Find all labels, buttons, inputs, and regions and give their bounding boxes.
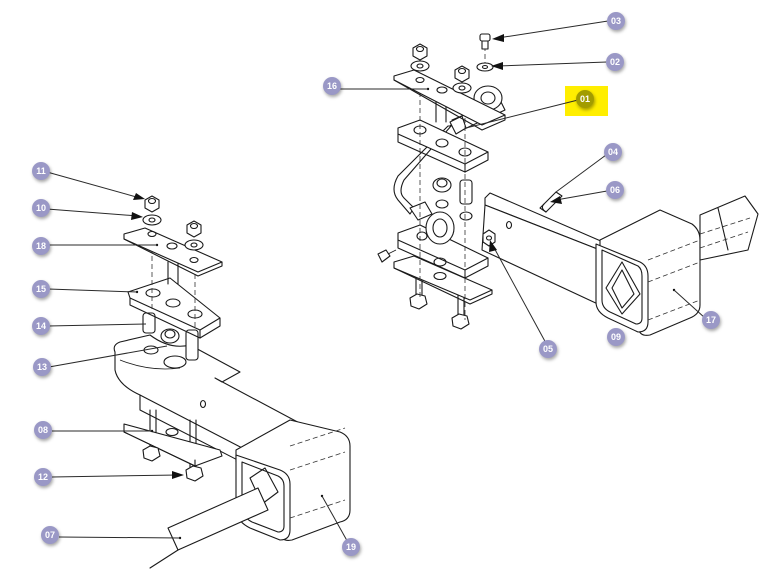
part-11-nuts — [144, 195, 202, 238]
part-19-square-tube — [149, 419, 351, 569]
right-side-bolt — [377, 249, 397, 263]
callout-label: 03 — [611, 16, 621, 26]
callout-15[interactable]: 15 — [32, 280, 50, 298]
callout-label: 07 — [45, 530, 55, 540]
callout-06[interactable]: 06 — [606, 181, 624, 199]
callout-label: 14 — [36, 321, 46, 331]
callout-label: 16 — [327, 81, 337, 91]
callout-label: 08 — [38, 425, 48, 435]
part-06-clip — [541, 203, 547, 213]
callout-label: 12 — [38, 472, 48, 482]
callout-label: 04 — [608, 147, 618, 157]
callout-label: 01 — [580, 94, 590, 104]
callout-04[interactable]: 04 — [604, 143, 622, 161]
part-17-square-tube — [595, 195, 759, 336]
callout-label: 19 — [346, 542, 356, 552]
callout-label: 06 — [610, 185, 620, 195]
part-12-nuts — [142, 445, 204, 482]
part-16-top-plate — [393, 69, 506, 131]
callout-label: 02 — [610, 57, 620, 67]
callout-18[interactable]: 18 — [32, 237, 50, 255]
part-10-washers — [142, 214, 204, 251]
callout-01[interactable]: 01 — [576, 90, 594, 108]
callout-13[interactable]: 13 — [33, 358, 51, 376]
right-assembly — [377, 33, 759, 336]
callout-09[interactable]: 09 — [607, 328, 625, 346]
left-assembly — [113, 195, 351, 569]
callout-08[interactable]: 08 — [34, 421, 52, 439]
part-18-top-plate — [123, 227, 223, 285]
right-bottom-plate — [393, 255, 493, 330]
part-13-bushing — [160, 328, 180, 344]
part-05-nut — [482, 229, 496, 247]
right-bushings — [432, 177, 473, 221]
callout-label: 18 — [36, 241, 46, 251]
callout-12[interactable]: 12 — [34, 468, 52, 486]
callout-label: 10 — [36, 203, 46, 213]
callout-02[interactable]: 02 — [606, 53, 624, 71]
callout-03[interactable]: 03 — [607, 12, 625, 30]
callout-14[interactable]: 14 — [32, 317, 50, 335]
callout-16[interactable]: 16 — [323, 77, 341, 95]
callout-11[interactable]: 11 — [32, 162, 50, 180]
leader-lines — [46, 20, 706, 547]
part-02-washer — [476, 62, 494, 72]
callout-label: 17 — [706, 315, 716, 325]
callout-label: 05 — [543, 344, 553, 354]
callout-label: 13 — [37, 362, 47, 372]
arm-hole — [163, 355, 187, 369]
part-15-clamp-block — [127, 277, 221, 339]
callout-label: 11 — [36, 166, 46, 176]
callout-05[interactable]: 05 — [539, 340, 557, 358]
callout-17[interactable]: 17 — [702, 311, 720, 329]
callout-label: 15 — [36, 284, 46, 294]
right-washers-nuts — [410, 43, 472, 94]
part-03-bolt — [479, 33, 491, 50]
callout-19[interactable]: 19 — [342, 538, 360, 556]
callout-07[interactable]: 07 — [41, 526, 59, 544]
callout-label: 09 — [611, 332, 621, 342]
part-14-spacers — [142, 312, 199, 361]
callout-10[interactable]: 10 — [32, 199, 50, 217]
